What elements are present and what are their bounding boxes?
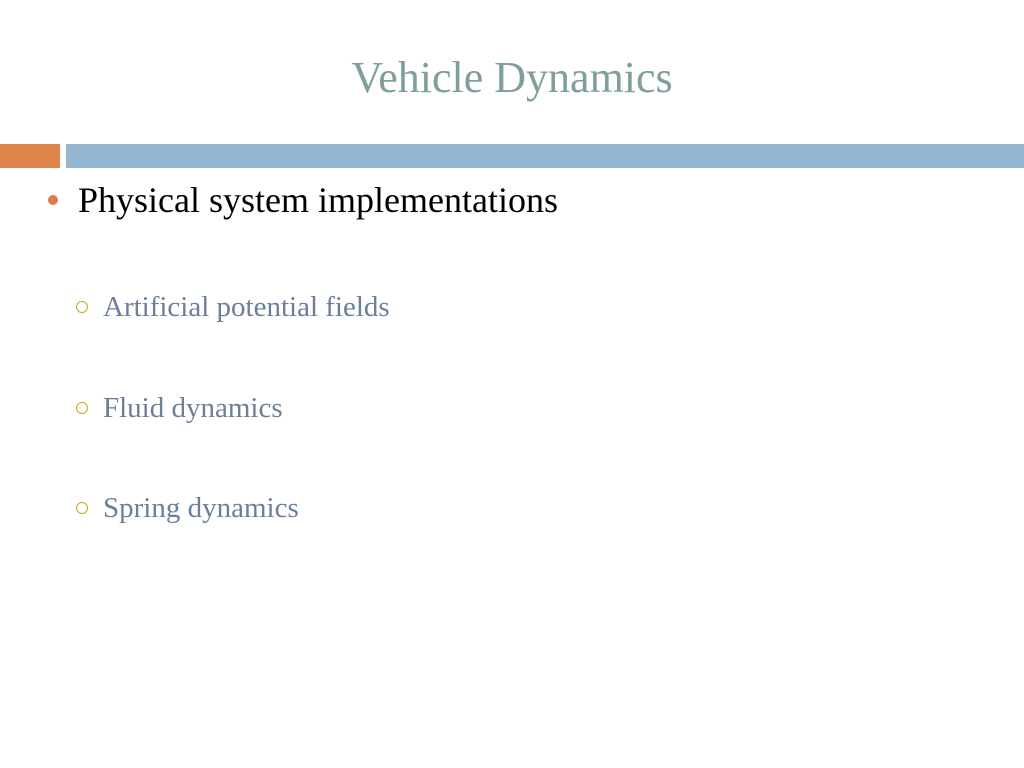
sub-bullet-ring-icon <box>76 402 88 414</box>
bullet-dot-icon <box>48 195 58 205</box>
sub-bullet-item: Spring dynamics <box>76 490 299 526</box>
slide-title: Vehicle Dynamics <box>351 53 673 102</box>
bullet-item: Physical system implementations <box>46 178 558 222</box>
sub-bullet-text: Spring dynamics <box>103 492 299 524</box>
sub-bullet-item: Fluid dynamics <box>76 390 283 426</box>
accent-bar <box>0 144 60 168</box>
header-bar <box>66 144 1024 168</box>
sub-bullet-item: Artificial potential fields <box>76 289 390 325</box>
sub-bullet-text: Fluid dynamics <box>103 392 283 424</box>
bullet-text: Physical system implementations <box>78 180 558 220</box>
sub-bullet-text: Artificial potential fields <box>103 291 390 323</box>
sub-bullet-ring-icon <box>76 301 88 313</box>
sub-bullet-ring-icon <box>76 502 88 514</box>
